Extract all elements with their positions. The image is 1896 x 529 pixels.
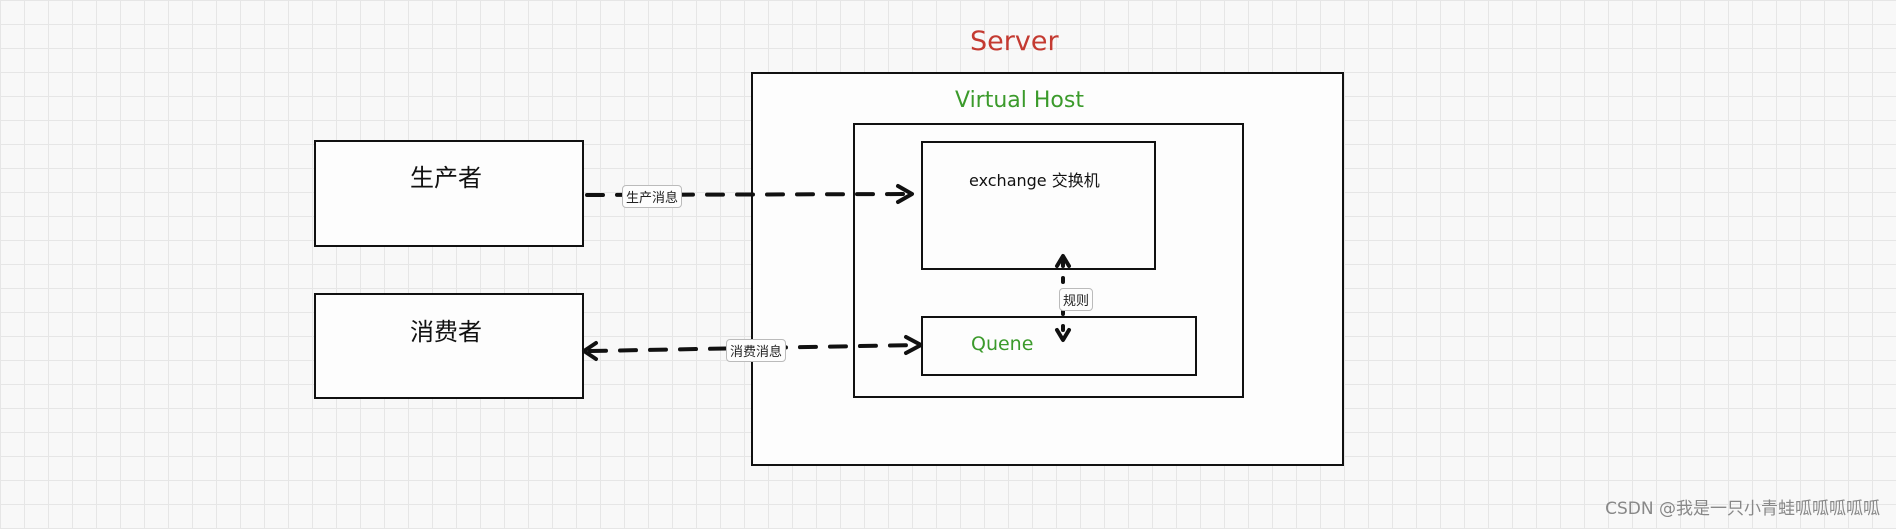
consume-arrowhead-right <box>904 335 923 355</box>
produce-edge <box>585 192 912 197</box>
server-title: Server <box>970 26 1059 57</box>
queue-box[interactable]: Quene <box>921 316 1197 376</box>
consume-edge-label: 消费消息 <box>726 339 787 362</box>
rule-arrowhead-up <box>1055 254 1071 268</box>
exchange-label: exchange 交换机 <box>969 171 1100 190</box>
rule-edge-label: 规则 <box>1059 288 1094 311</box>
rule-arrowhead-down <box>1055 328 1071 342</box>
produce-edge-label: 生产消息 <box>622 185 683 208</box>
consumer-label: 消费者 <box>410 318 482 346</box>
consumer-box[interactable]: 消费者 <box>314 293 584 399</box>
csdn-watermark: CSDN @我是一只小青蛙呱呱呱呱呱 <box>1605 499 1880 519</box>
producer-label: 生产者 <box>410 164 482 192</box>
producer-box[interactable]: 生产者 <box>314 140 584 247</box>
queue-label: Quene <box>971 333 1034 355</box>
virtual-host-title: Virtual Host <box>955 88 1084 113</box>
produce-arrowhead <box>896 184 914 204</box>
exchange-box[interactable]: exchange 交换机 <box>921 141 1156 270</box>
consume-arrowhead-left <box>582 341 598 361</box>
